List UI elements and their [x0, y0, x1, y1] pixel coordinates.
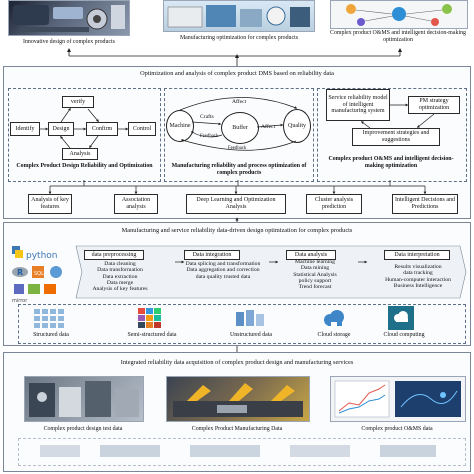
data-interpretation-head: Data interpretation	[384, 250, 450, 260]
semi-structured-data-icon	[138, 308, 162, 335]
oms-data-image	[330, 376, 466, 422]
association-analysis-box: Association analysis	[114, 194, 158, 214]
caption-cloud-storage: Cloud storage	[317, 332, 351, 338]
svg-text:mirror: mirror	[12, 298, 28, 304]
structured-data-icon	[34, 309, 70, 334]
item-data-splicing: Data splicing and transformation	[185, 261, 261, 267]
dms-layer-title: Optimization and analysis of complex pro…	[140, 70, 334, 77]
crafts-label: Crafts	[200, 114, 214, 120]
feedback-label-1: Feedback	[200, 134, 219, 139]
item-machine-learning: Machine learning	[295, 259, 335, 265]
deep-learning-box: Deep Learning and Optimization Analysis	[186, 194, 286, 214]
svg-text:R: R	[17, 268, 23, 277]
design-reliability-title: Complex Product Design Reliability and O…	[16, 163, 153, 169]
manufacturing-panel	[164, 88, 314, 182]
item-analysis-key-features: Analysis of key features	[92, 286, 148, 293]
machine-node: Machine	[166, 110, 194, 142]
svg-text:SQL: SQL	[34, 271, 44, 277]
improvement-box: Improvement strategies and suggestions	[352, 128, 440, 146]
item-data-aggregation: Data aggregation and correction	[186, 267, 260, 274]
service-reliability-model-box: Service reliability model of intelligent…	[326, 89, 390, 121]
tool-logos: python R SQL mirror	[10, 244, 74, 306]
item-data-extraction: Data extraction	[102, 273, 138, 280]
storage-panel	[18, 304, 466, 344]
acquisition-layer-title: Integrated reliability data acquisition …	[120, 359, 354, 366]
item-data-merge: Data merge	[106, 279, 134, 286]
data-analysis-list: Machine learning Data mining Statistical…	[280, 259, 350, 290]
item-data-mining: Data mining	[300, 265, 330, 272]
analysis-box: Analysis	[62, 148, 98, 160]
data-preprocessing-list: Data cleaning Data transformation Data e…	[80, 261, 160, 292]
data-interpretation-list: Results visualization data tracking Huma…	[376, 264, 460, 289]
oms-panel	[317, 88, 467, 182]
caption-oms-decision: Complex product O&MS and intelligent dec…	[330, 30, 466, 43]
identify-box: Identify	[10, 122, 40, 136]
caption-design-test-data: Complex product design test data	[43, 426, 123, 432]
item-business-intelligence: Business Intelligence	[393, 282, 443, 289]
confirm-box: Confirm	[86, 122, 118, 136]
oms-title: Complex product O&MS and intelligent dec…	[328, 156, 454, 169]
cloud-computing-icon	[388, 306, 414, 335]
data-analysis-head: Data analysis	[286, 250, 336, 260]
verify-box: verify	[62, 96, 94, 108]
caption-manufacturing-optimization: Manufacturing optimization for complex p…	[179, 35, 299, 41]
manufacturing-data-image	[166, 376, 310, 422]
data-layer-title: Manufacturing and service reliability da…	[121, 227, 353, 234]
affect-top-label: Affect	[232, 99, 247, 105]
innovative-design-image	[8, 0, 130, 36]
control-box: Control	[128, 122, 156, 136]
item-results-visualization: Results visualization	[394, 264, 442, 270]
affect-right-label: Affect	[261, 124, 276, 130]
pm-strategy-box: PM strategy optimization	[408, 96, 460, 114]
quality-node: Quality	[283, 109, 311, 143]
item-data-tracking: data tracking	[403, 270, 433, 277]
item-statistical-analysis: Statistical Analysis	[293, 271, 337, 278]
unstructured-data-icon	[236, 310, 264, 335]
caption-manufacturing-data: Complex Product Manufacturing Data	[191, 426, 283, 432]
data-integration-list: Data splicing and transformation Data ag…	[180, 261, 266, 280]
buffer-node: Buffer	[221, 112, 259, 144]
data-preprocessing-head: data preprocessing	[84, 250, 144, 260]
caption-cloud-computing: Cloud computing	[383, 332, 425, 338]
caption-innovative-design: Innovative design of complex products	[23, 39, 115, 45]
svg-text:python: python	[26, 251, 57, 261]
caption-oms-data: Complex product O&MS data	[361, 426, 433, 432]
caption-unstructured-data: Unstructured data	[229, 332, 273, 338]
item-trend-forecast: Trend forecast	[298, 284, 332, 291]
acquisition-bottom-strip	[18, 438, 466, 466]
item-data-quality: data quality trusted data	[195, 273, 251, 280]
manufacturing-optimization-image	[163, 0, 315, 32]
data-integration-head: Data integration	[184, 250, 240, 260]
intelligent-decisions-box: Intelligent Decisions and Predictions	[392, 194, 458, 214]
design-box: Design	[48, 122, 74, 136]
caption-structured-data: Structured data	[33, 332, 69, 338]
manufacturing-title: Manufacturing reliability and process op…	[171, 163, 307, 176]
cluster-analysis-box: Cluster analysis prediction	[306, 194, 362, 214]
item-data-transformation: Data transformation	[97, 267, 143, 274]
sensor-icons	[40, 443, 440, 464]
analysis-key-features-box: Analysis of key features	[28, 194, 72, 214]
item-human-computer: Human-computer interaction	[385, 276, 451, 283]
caption-semi-structured-data: Semi-structured data	[127, 332, 177, 338]
item-data-cleaning: Data cleaning	[104, 261, 136, 267]
design-test-data-image	[24, 376, 144, 422]
cloud-storage-icon	[322, 308, 346, 335]
design-reliability-panel	[8, 88, 161, 182]
feedback-label-2: Feedback	[228, 146, 247, 151]
oms-decision-image	[330, 0, 468, 29]
item-policy-support: policy support	[298, 277, 332, 284]
